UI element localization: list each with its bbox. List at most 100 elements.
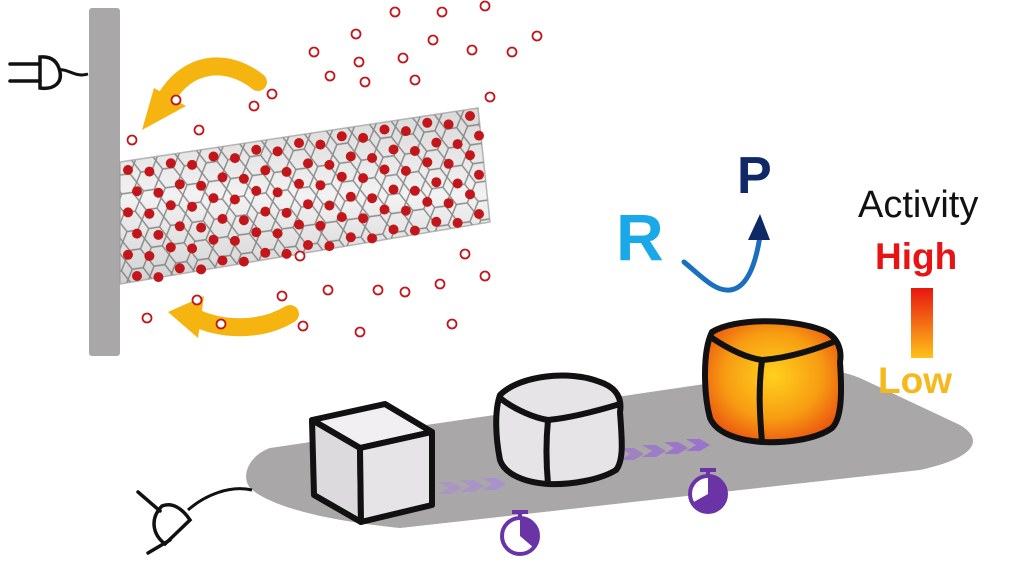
nanotube-atom xyxy=(443,119,454,130)
nanotube-atom xyxy=(422,157,433,168)
product-label: P xyxy=(737,147,772,205)
nanotube-atom xyxy=(281,166,292,177)
nanotube-atom xyxy=(315,180,326,191)
nanotube-atom xyxy=(208,193,219,204)
nanotube-atom xyxy=(260,206,271,217)
electric-plug-icon xyxy=(136,490,193,555)
free-molecule xyxy=(353,56,365,68)
nanotube-atom xyxy=(465,111,475,121)
nanotube-atom xyxy=(303,240,313,250)
progress-chevrons-1 xyxy=(438,478,506,494)
nanotube-atom xyxy=(367,153,378,163)
nanotube-atom xyxy=(272,146,283,157)
nanotube-atom xyxy=(165,158,176,169)
nanotube-atom xyxy=(251,144,262,155)
nanotube-atom xyxy=(388,224,399,235)
nanotube-atom xyxy=(400,205,411,216)
flow-arrow-upper xyxy=(142,57,267,130)
nanotube-atom xyxy=(217,172,228,183)
nanotube-atom xyxy=(388,184,399,195)
nanotube-atom xyxy=(281,248,292,259)
nanotube-atom xyxy=(474,130,484,141)
nanotube-atom xyxy=(345,151,356,162)
nanotube-atom xyxy=(379,164,390,175)
free-molecule xyxy=(308,46,320,58)
nanotube-atom xyxy=(367,233,378,244)
flow-arrow-lower xyxy=(168,296,299,338)
nanotube-atom xyxy=(358,213,369,224)
reactant-label: R xyxy=(616,200,664,274)
nanotube-atom xyxy=(474,209,484,219)
nanotube-atom xyxy=(123,207,133,218)
stopwatch-icon xyxy=(688,468,728,514)
free-molecule xyxy=(479,0,491,12)
nanotube-atom xyxy=(315,220,326,231)
free-molecule xyxy=(434,278,446,290)
nanotube-atom xyxy=(217,255,228,266)
nanotube-atom xyxy=(229,194,240,205)
nanotube-atom xyxy=(196,180,207,191)
nanotube-atom xyxy=(422,117,433,128)
nanotube-atom xyxy=(336,212,347,223)
bottom-cable xyxy=(187,487,253,512)
top-cable xyxy=(57,68,89,77)
nanotube-atom xyxy=(174,221,185,232)
nanotube-atom xyxy=(272,228,283,239)
nanotube-atom xyxy=(388,144,399,155)
free-molecule xyxy=(506,46,518,58)
nanotube-atom xyxy=(336,131,347,142)
nanotube-atom xyxy=(452,139,463,150)
free-molecule xyxy=(397,52,409,64)
nanotube-atom xyxy=(400,126,411,137)
free-molecule xyxy=(294,250,306,262)
nanotube-atom xyxy=(187,159,198,170)
nanotube-atom xyxy=(208,234,219,245)
free-molecule xyxy=(324,70,336,82)
free-molecule xyxy=(372,284,384,296)
nanotube-atom xyxy=(144,251,155,261)
progress-chevrons-2 xyxy=(620,439,710,460)
free-molecule xyxy=(399,286,411,298)
nanotube-atom xyxy=(272,187,283,198)
nanotube-atom xyxy=(400,165,411,176)
nanotube-atom xyxy=(153,272,164,283)
electrode-assembly xyxy=(8,8,120,356)
nanotube-atom xyxy=(409,225,420,236)
free-molecule xyxy=(389,6,401,18)
nanotube-atom xyxy=(123,165,133,175)
nanotube-atom xyxy=(465,189,475,200)
electric-plug-icon xyxy=(8,55,63,91)
electrode-bar xyxy=(89,8,120,356)
nanotube-atoms xyxy=(123,111,484,283)
nanotube-atom xyxy=(409,185,420,196)
nanotube-atom xyxy=(443,198,454,209)
free-molecule xyxy=(359,76,371,88)
nanotube-atom xyxy=(409,146,420,156)
cube-medium-activity xyxy=(493,372,625,488)
free-molecule xyxy=(322,284,334,296)
nanotube-atom xyxy=(165,242,176,253)
nanotube-atom xyxy=(358,132,369,143)
nanotube-atom xyxy=(315,139,326,150)
nanotube-atom xyxy=(422,196,433,207)
nanotube-atom xyxy=(153,187,164,198)
nanotube-atom xyxy=(324,159,335,170)
nanotube-atom xyxy=(303,158,313,169)
free-molecule xyxy=(531,30,543,42)
nanotube-atom xyxy=(431,177,442,188)
nanotube-atom xyxy=(379,204,390,215)
nanotube-atom xyxy=(465,150,475,161)
nanotube-atom xyxy=(217,213,228,224)
nanotube-atom xyxy=(303,199,313,210)
free-molecule xyxy=(193,124,205,136)
activity-high-label: High xyxy=(875,236,958,277)
activity-low-label: Low xyxy=(878,360,952,401)
nanotube-atom xyxy=(324,241,335,252)
free-molecule xyxy=(248,100,260,112)
nanotube-atom xyxy=(474,169,484,180)
nanotube-atom xyxy=(132,186,142,197)
nanotube-atom xyxy=(251,185,262,196)
nanotube-atom xyxy=(196,264,207,275)
nanotube-atom xyxy=(431,137,442,148)
nanotube-atom xyxy=(132,271,142,281)
